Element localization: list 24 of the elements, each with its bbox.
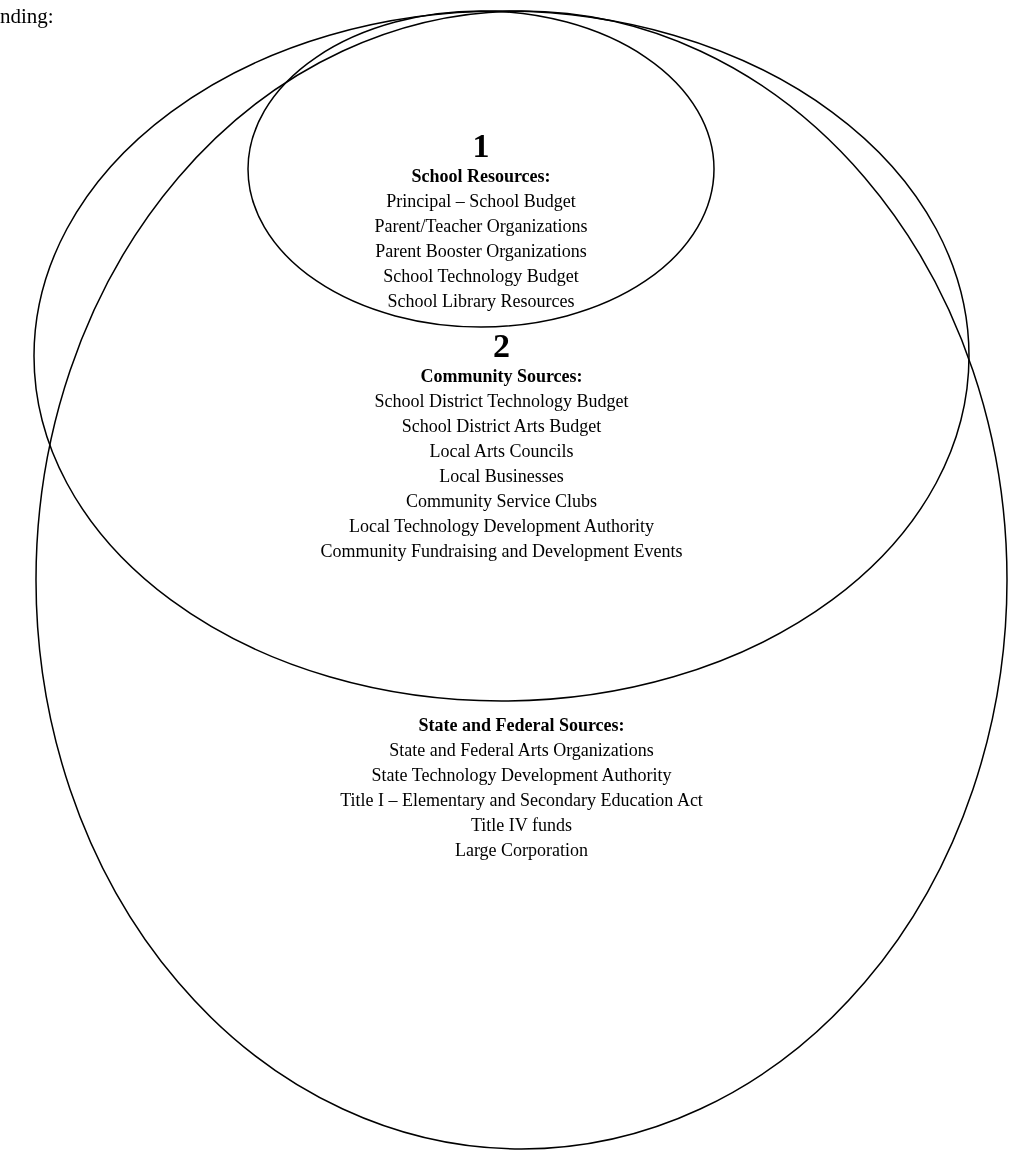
source-item: Large Corporation [454, 839, 589, 862]
source-item: State and Federal Arts Organizations [389, 739, 654, 762]
source-item: Title IV funds [471, 814, 572, 837]
source-item: Parent/Teacher Organizations [374, 215, 588, 238]
section-number: 1 [472, 128, 490, 164]
text-fragment: nding: [0, 4, 54, 29]
source-item: School Library Resources [387, 290, 575, 313]
section-heading: State and Federal Sources: [418, 714, 625, 737]
source-item: Parent Booster Organizations [375, 240, 587, 263]
source-item: Title I – Elementary and Secondary Education Act [340, 789, 703, 812]
nested-ellipse [247, 10, 715, 328]
source-item: School Technology Budget [383, 265, 579, 288]
source-item: Local Businesses [439, 465, 564, 488]
section-heading: Community Sources: [420, 365, 583, 388]
section-heading: School Resources: [411, 165, 551, 188]
source-item: School District Technology Budget [374, 390, 629, 413]
source-item: Local Technology Development Authority [349, 515, 654, 538]
source-item: Principal – School Budget [386, 190, 576, 213]
source-item: School District Arts Budget [401, 415, 602, 438]
section-number: 2 [493, 328, 510, 364]
source-item: Local Arts Councils [429, 440, 574, 463]
source-item: Community Fundraising and Development Events [320, 540, 683, 563]
source-item: Community Service Clubs [406, 490, 597, 513]
source-item: State Technology Development Authority [371, 764, 672, 787]
